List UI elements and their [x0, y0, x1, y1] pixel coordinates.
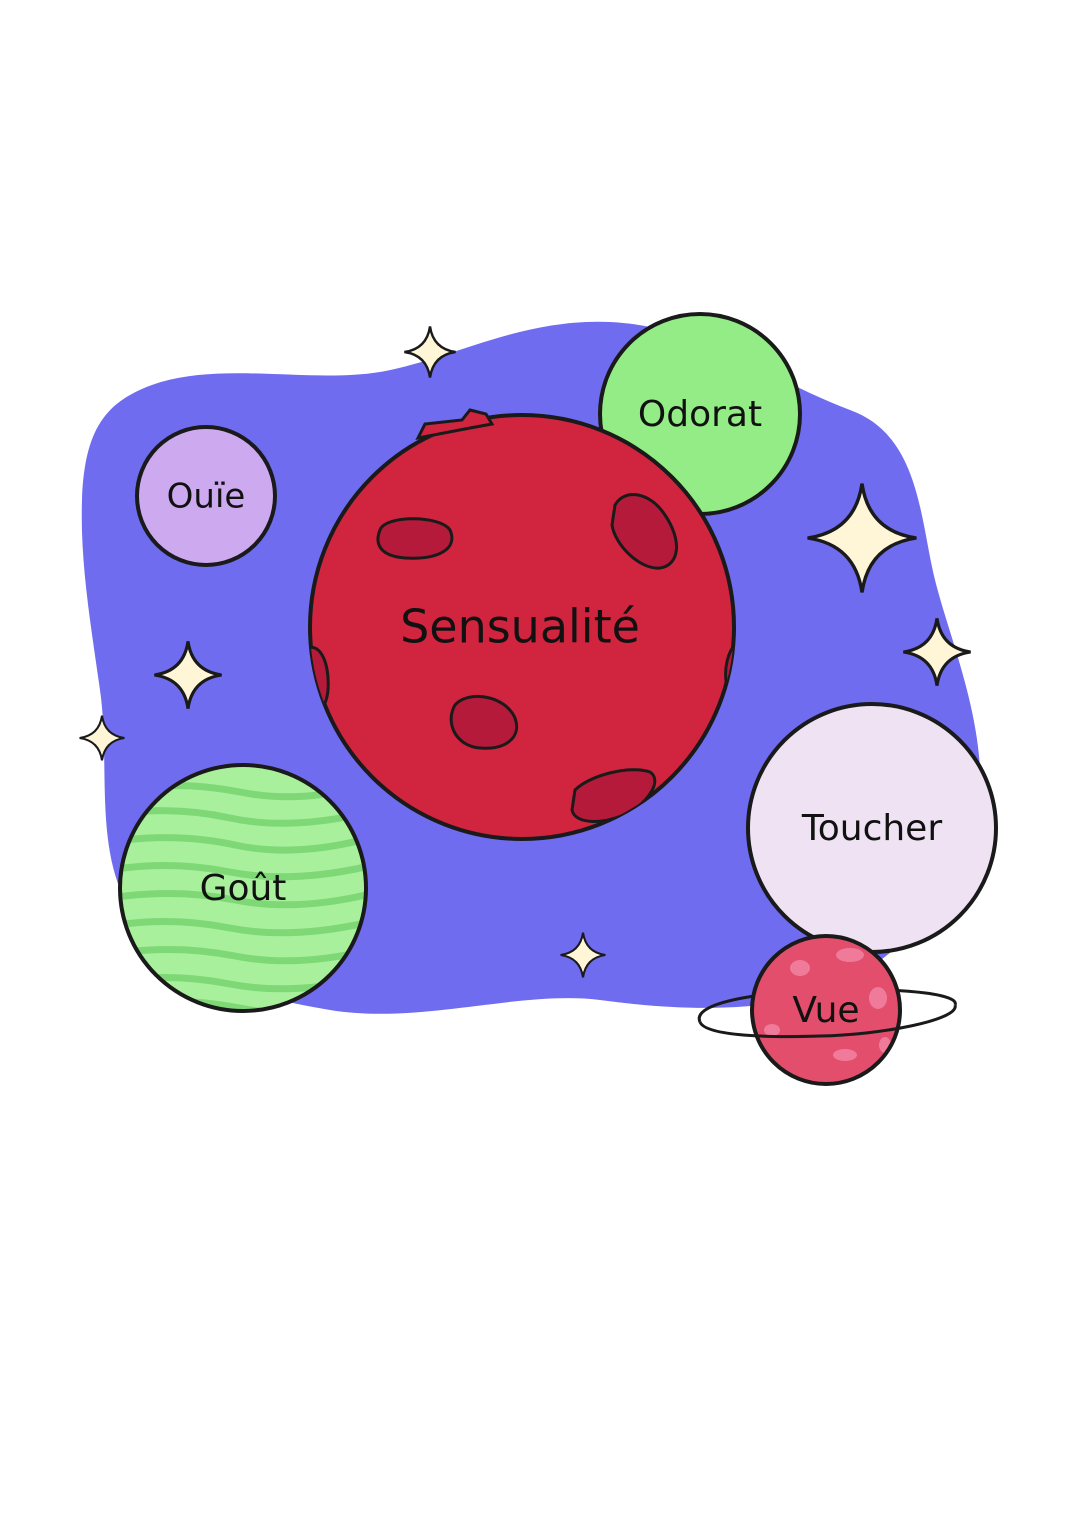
planet-vue-spots [764, 948, 891, 1061]
planet-vue: Vue [697, 934, 957, 1086]
planet-sensualite: Sensualité [308, 408, 736, 841]
planet-gout-stripes [120, 781, 366, 1011]
planet-ouie-label: Ouïe [167, 477, 246, 517]
planet-sensualite-label: Sensualité [400, 600, 640, 654]
sparkle-star-icon [404, 326, 456, 378]
planet-gout: Goût [118, 763, 368, 1013]
planet-gout-label: Goût [200, 868, 287, 909]
sparkle-star-icon [807, 483, 917, 593]
planet-ouie: Ouïe [135, 425, 277, 567]
sparkle-star-icon [79, 715, 125, 761]
planet-vue-label: Vue [792, 990, 859, 1031]
sparkle-star-icon [560, 932, 606, 978]
planet-toucher: Toucher [746, 702, 998, 954]
sparkle-star-icon [154, 641, 222, 709]
planet-toucher-label: Toucher [801, 808, 942, 849]
sparkle-star-icon [903, 618, 971, 686]
crater-group [310, 493, 734, 823]
planet-odorat-label: Odorat [638, 394, 762, 435]
